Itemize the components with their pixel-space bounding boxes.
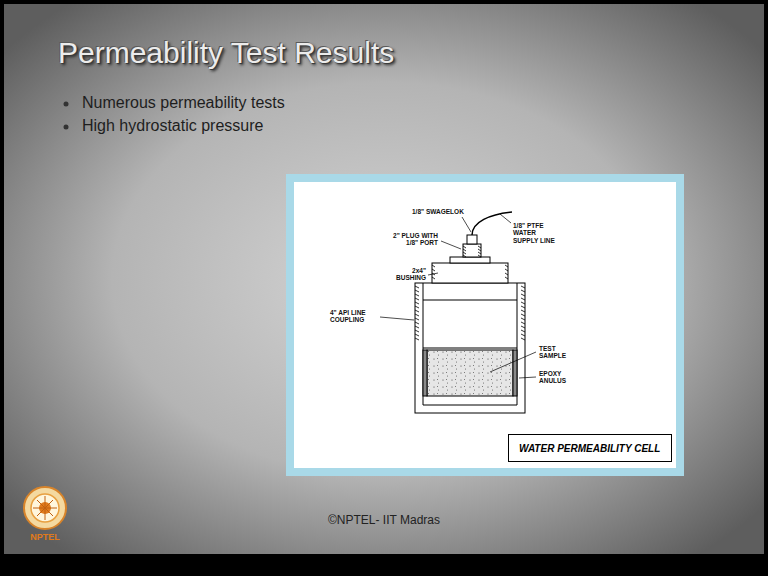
thread-stroke xyxy=(415,334,419,336)
thread-stroke xyxy=(415,306,419,308)
logo-text: NPTEL xyxy=(30,532,60,542)
thread-stroke xyxy=(521,286,525,288)
thread-stroke xyxy=(521,306,525,308)
part-label: 4" API LINE COUPLING xyxy=(330,309,378,324)
thread-stroke xyxy=(415,314,419,316)
part-label: TEST SAMPLE xyxy=(539,345,569,360)
bullet-dots xyxy=(64,102,69,130)
thread-stroke xyxy=(521,338,525,340)
thread-stroke xyxy=(521,318,525,320)
thread-stroke xyxy=(415,294,419,296)
thread-stroke xyxy=(505,277,508,279)
thread-stroke xyxy=(478,252,481,254)
chamber-line xyxy=(423,348,517,349)
caption-box: WATER PERMEABILITY CELL xyxy=(508,434,672,462)
thread-stroke xyxy=(521,334,525,336)
thread-stroke xyxy=(415,298,419,300)
thread-stroke xyxy=(478,255,481,257)
thread-stroke xyxy=(505,265,508,267)
bullet-text: High hydrostatic pressure xyxy=(82,117,263,135)
leader-line xyxy=(462,217,471,232)
thread-stroke xyxy=(415,322,419,324)
screw-threads xyxy=(415,246,525,340)
thread-stroke xyxy=(521,322,525,324)
thread-stroke xyxy=(415,286,419,288)
thread-stroke xyxy=(521,314,525,316)
bushing xyxy=(432,263,508,283)
copyright-footer: ©NPTEL- IIT Madras xyxy=(328,513,440,527)
thread-stroke xyxy=(463,246,466,248)
thread-stroke xyxy=(415,310,419,312)
thread-stroke xyxy=(521,298,525,300)
thread-stroke xyxy=(505,269,508,271)
part-label: 2x4" BUSHING xyxy=(392,267,426,282)
caption-text: WATER PERMEABILITY CELL xyxy=(519,443,661,454)
part-label: 1/8" SWAGELOK xyxy=(412,208,472,215)
leader-line xyxy=(428,273,438,275)
leader-line xyxy=(490,352,536,372)
leader-line xyxy=(519,377,536,378)
thread-stroke xyxy=(478,249,481,251)
part-label: EPOXY ANULUS xyxy=(539,370,571,385)
swagelok-fitting xyxy=(467,235,477,244)
thread-stroke xyxy=(415,330,419,332)
thread-stroke xyxy=(521,302,525,304)
thread-stroke xyxy=(415,290,419,292)
epoxy-annulus xyxy=(513,350,517,396)
thread-stroke xyxy=(415,338,419,340)
thread-stroke xyxy=(521,330,525,332)
thread-stroke xyxy=(415,318,419,320)
thread-stroke xyxy=(521,294,525,296)
thread-stroke xyxy=(521,310,525,312)
figure-frame xyxy=(290,178,680,472)
part-label: 2" PLUG WITH 1/8" PORT xyxy=(380,232,438,247)
leader-lines xyxy=(380,214,536,378)
thread-stroke xyxy=(521,290,525,292)
thread-stroke xyxy=(478,246,481,248)
supply-tube xyxy=(472,212,512,235)
thread-stroke xyxy=(463,249,466,251)
bullet-text: Numerous permeability tests xyxy=(82,94,285,112)
part-label: 1/8" PTFE WATER SUPPLY LINE xyxy=(513,222,563,244)
leader-line xyxy=(380,317,414,320)
thread-stroke xyxy=(505,273,508,275)
bushing-end xyxy=(423,300,517,301)
thread-stroke xyxy=(463,252,466,254)
thread-stroke xyxy=(521,326,525,328)
nptel-logo xyxy=(24,487,66,529)
test-sample xyxy=(427,350,513,396)
plug xyxy=(463,244,481,257)
leader-line xyxy=(441,241,461,249)
thread-stroke xyxy=(415,302,419,304)
line-coupling xyxy=(415,283,525,413)
thread-stroke xyxy=(432,277,435,279)
bushing-neck xyxy=(450,257,490,263)
thread-stroke xyxy=(415,326,419,328)
thread-stroke xyxy=(432,265,435,267)
slide-ground xyxy=(4,4,764,554)
leader-line xyxy=(500,214,511,223)
slide-title: Permeability Test Results xyxy=(58,36,394,70)
epoxy-annulus xyxy=(423,350,427,396)
coupling-base xyxy=(423,405,517,406)
thread-stroke xyxy=(432,269,435,271)
thread-stroke xyxy=(463,255,466,257)
